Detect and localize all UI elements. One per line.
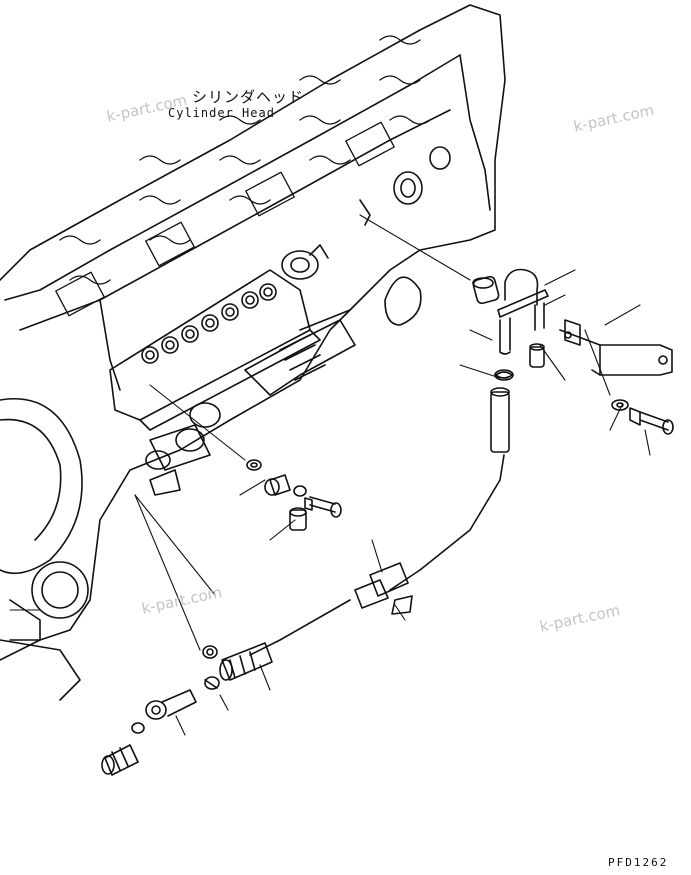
drawing-code: PFD1262 — [608, 856, 669, 869]
pump-front-cover — [145, 402, 221, 496]
small-parts — [246, 459, 342, 531]
bracket-assembly — [472, 268, 674, 435]
cylinder-head-label-jp: シリンダヘッド — [192, 88, 305, 106]
cylinder-head-fins — [55, 35, 431, 317]
banjo-fitting — [101, 645, 220, 776]
fuel-injection-pump — [109, 244, 356, 431]
fuel-hose — [219, 369, 514, 681]
gear-housing — [0, 398, 89, 701]
cylinder-head-label-en: Cylinder Head — [168, 106, 275, 120]
leader-lines — [9, 214, 651, 736]
head-plugs — [359, 146, 451, 326]
